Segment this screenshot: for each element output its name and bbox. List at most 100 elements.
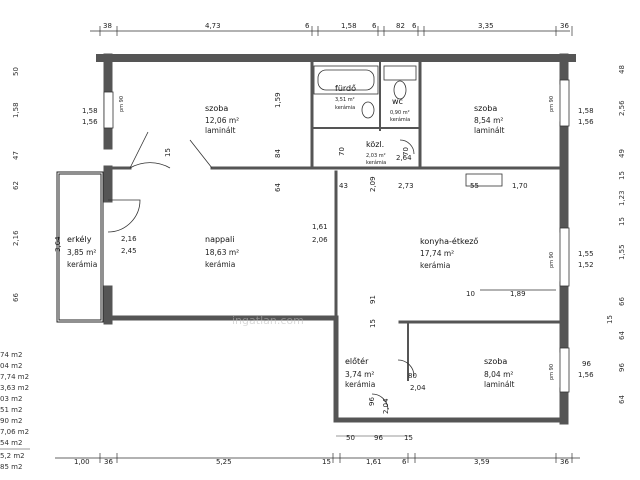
room-name: fürdő	[335, 84, 356, 93]
room-floor: laminált	[484, 380, 515, 389]
area-list-item: 85 m2	[0, 463, 22, 471]
bathtub	[313, 65, 379, 95]
dim-label: 43	[339, 182, 348, 190]
room-floor: laminált	[474, 126, 505, 135]
dim-label: 15	[164, 148, 172, 157]
room-name: szoba	[474, 104, 497, 113]
room-area: 12,06 m²	[205, 116, 239, 125]
bottom-dim: 1,61	[366, 458, 382, 466]
interior-dimensions: 1,58 1,56 1,59 84 64 15 70 70 2,64 43 2,…	[54, 92, 594, 442]
area-list-item: 3,63 m2	[0, 384, 29, 392]
dim-label: 1,58	[578, 107, 594, 115]
room-name: szoba	[484, 357, 507, 366]
area-list-item: 04 m2	[0, 362, 22, 370]
dim-label: 84	[274, 149, 282, 158]
dim-label: 2,04	[410, 384, 426, 392]
window	[559, 227, 570, 287]
dim-label: 2,06	[312, 236, 328, 244]
dim-label: 96	[368, 397, 376, 406]
door-leaf	[189, 139, 213, 169]
dim-label: 91	[369, 295, 377, 304]
room-name: nappali	[205, 235, 234, 244]
balcony-outline	[56, 171, 104, 323]
dim-label: 2,45	[121, 247, 137, 255]
bottom-dim: 36	[104, 458, 113, 466]
dim-label: 15	[369, 319, 377, 328]
dim-label: 2,73	[398, 182, 414, 190]
doors	[107, 131, 415, 411]
top-dimension-labels: 38 4,73 6 1,58 6 82 6 3,35 36	[103, 22, 569, 30]
toilet	[393, 80, 407, 100]
room-area: 18,63 m²	[205, 248, 239, 257]
top-dim: 3,35	[478, 22, 494, 30]
side-dim: 2,16	[12, 230, 20, 246]
washbasin	[361, 101, 375, 119]
dim-label: 1,56	[578, 371, 594, 379]
dim-label: 80	[408, 372, 417, 380]
room-floor: kerámia	[335, 104, 355, 111]
bottom-dim: 6	[402, 458, 407, 466]
side-dim: 2,56	[618, 100, 626, 116]
bottom-dimension-labels: 1,00 36 5,25 15 1,61 6 3,59 36	[74, 458, 569, 466]
dim-label: 3,64	[54, 236, 62, 252]
door-swing	[397, 359, 415, 377]
room-area: 3,85 m²	[67, 248, 96, 257]
bottom-dim: 5,25	[216, 458, 232, 466]
dim-label: 10	[466, 290, 475, 298]
room-name: közl.	[366, 140, 384, 149]
dim-label: 1,52	[578, 261, 594, 269]
area-list: 74 m2 04 m2 7,74 m2 3,63 m2 03 m2 51 m2 …	[0, 351, 30, 471]
top-dim: 82	[396, 22, 405, 30]
dim-label: 70	[338, 147, 346, 156]
room-floor: kerámia	[67, 260, 97, 269]
area-list-item: 7,74 m2	[0, 373, 29, 381]
side-dim: 96	[618, 363, 626, 372]
window	[103, 91, 114, 129]
area-list-item: 54 m2	[0, 439, 22, 447]
bottom-dim: 36	[560, 458, 569, 466]
side-dim: 1,55	[618, 244, 626, 260]
dim-label: 55	[470, 182, 479, 190]
door-swing	[399, 139, 415, 155]
dim-label: 2,04	[382, 398, 390, 414]
right-dimension-labels: 48 2,56 49 15 1,23 15 1,55 66 15 64 96 6…	[606, 65, 626, 404]
bottom-dim: 1,00	[74, 458, 90, 466]
dim-label: 1,56	[82, 118, 98, 126]
area-list-item: 03 m2	[0, 395, 22, 403]
side-dim: 1,23	[618, 190, 626, 206]
top-dim: 1,58	[341, 22, 357, 30]
door-swing	[129, 131, 171, 169]
svg-text:pm 90: pm 90	[119, 96, 125, 112]
bottom-dimension-chain	[55, 453, 580, 463]
room-area: 17,74 m²	[420, 249, 454, 258]
dim-label: 1,59	[274, 92, 282, 108]
room-area: 3,51 m²	[335, 97, 355, 103]
room-area: 3,74 m²	[345, 370, 374, 379]
room-floor: kerámia	[205, 260, 235, 269]
side-dim: 66	[618, 297, 626, 306]
area-list-item: 90 m2	[0, 417, 22, 425]
bottom-dim: 15	[322, 458, 331, 466]
kitchen-counter	[465, 173, 503, 187]
room-name: konyha-étkező	[420, 236, 478, 246]
room-floor: kerámia	[420, 261, 450, 270]
cistern	[383, 65, 417, 81]
side-dim: 49	[618, 149, 626, 158]
window	[559, 347, 570, 393]
room-area: 8,04 m²	[484, 370, 513, 379]
room-name: wc	[392, 97, 403, 106]
top-dim: 6	[412, 22, 417, 30]
area-list-item: 7,06 m2	[0, 428, 29, 436]
door-swing	[371, 393, 389, 411]
room-floor: kerámia	[345, 380, 375, 389]
dim-label: 1,55	[578, 250, 594, 258]
svg-text:pm 90: pm 90	[549, 364, 555, 380]
window	[559, 79, 570, 127]
area-list-item: 51 m2	[0, 406, 22, 414]
dim-label: 70	[402, 147, 410, 156]
side-dim: 66	[12, 293, 20, 302]
dim-label: 1,56	[578, 118, 594, 126]
room-name: előtér	[345, 356, 369, 366]
balcony-door	[107, 199, 141, 233]
